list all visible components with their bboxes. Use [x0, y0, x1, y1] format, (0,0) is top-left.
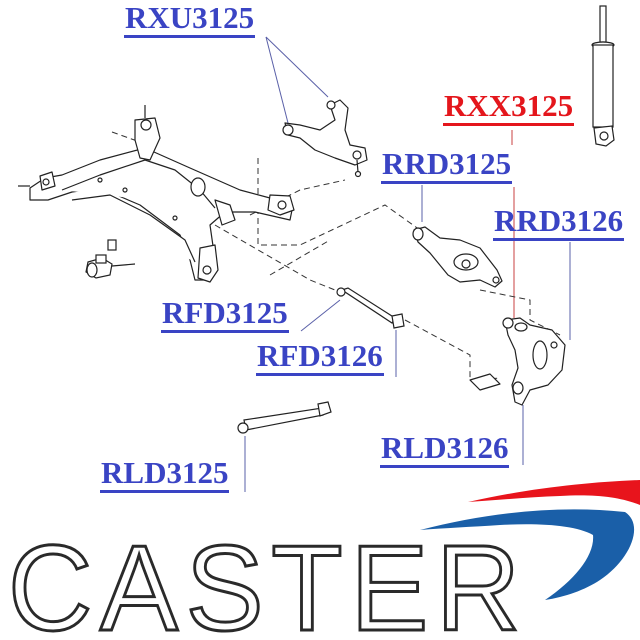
steering-knuckle-icon — [469, 317, 566, 406]
part-label-rxx3125[interactable]: RXX3125 — [443, 90, 575, 126]
leader-rxu3125-b — [265, 36, 329, 98]
part-label-rrd3125[interactable]: RRD3125 — [381, 148, 513, 184]
leader-rfd3125 — [300, 299, 341, 332]
part-label-rrd3126[interactable]: RRD3126 — [493, 205, 625, 241]
lateral-link-icon — [237, 401, 332, 434]
part-label-rld3126[interactable]: RLD3126 — [380, 432, 510, 468]
part-label-rfd3125[interactable]: RFD3125 — [161, 297, 289, 333]
lower-control-arm-icon — [412, 226, 503, 288]
leader-lines-red — [511, 130, 515, 318]
brand-swoosh-icon — [420, 480, 640, 600]
swoosh-blue — [420, 509, 635, 600]
toe-link-rod-icon — [336, 287, 405, 329]
subframe-crossmember-icon — [18, 105, 295, 283]
leader-rxu3125-a — [265, 36, 289, 124]
leader-lines — [244, 36, 571, 492]
shock-absorber-icon — [591, 5, 615, 147]
part-label-rfd3126[interactable]: RFD3126 — [256, 340, 384, 376]
bushing-icon — [85, 239, 136, 279]
part-label-rxu3125[interactable]: RXU3125 — [124, 2, 256, 38]
upper-control-arm-icon — [282, 99, 368, 178]
part-label-rld3125[interactable]: RLD3125 — [100, 457, 230, 493]
swoosh-red — [468, 480, 640, 505]
brand-logo-text: CASTER — [8, 520, 528, 640]
